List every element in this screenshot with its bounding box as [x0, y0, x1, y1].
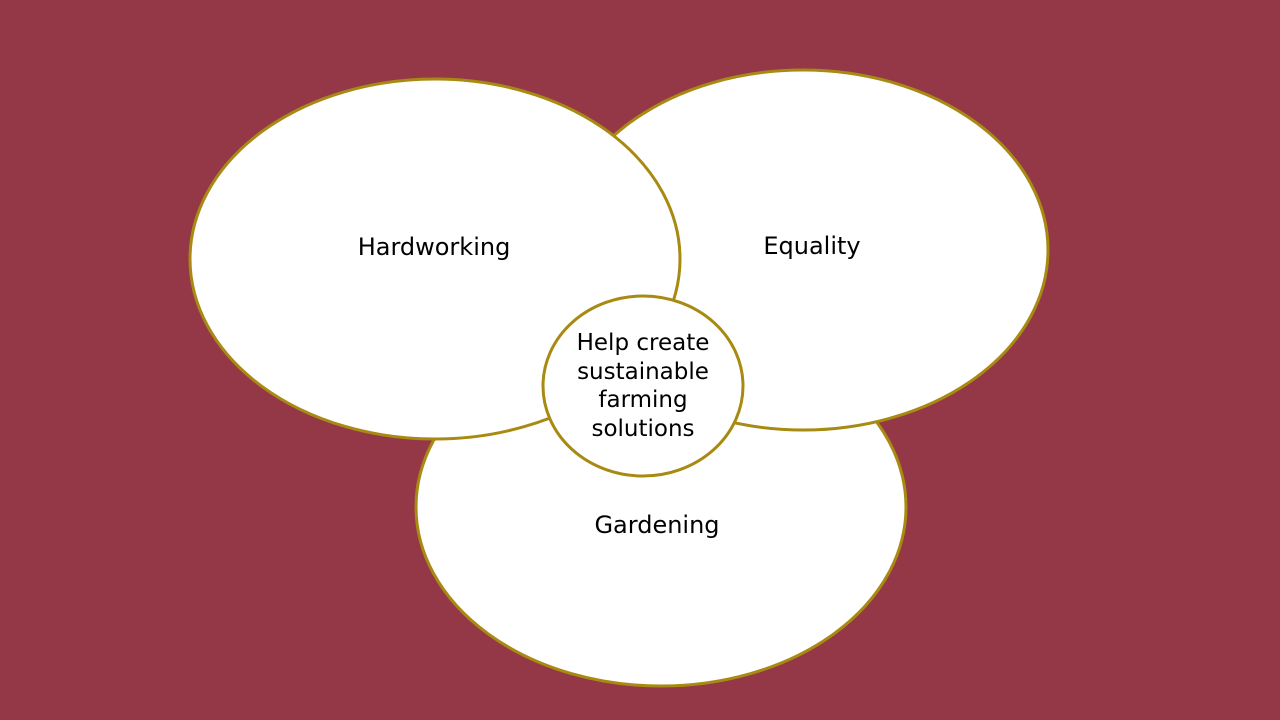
gardening-label: Gardening	[594, 511, 720, 539]
equality-label: Equality	[763, 232, 861, 260]
center-label: Help create sustainable farming solution…	[576, 330, 710, 442]
hardworking-label: Hardworking	[357, 233, 511, 261]
center-circle	[541, 294, 745, 478]
